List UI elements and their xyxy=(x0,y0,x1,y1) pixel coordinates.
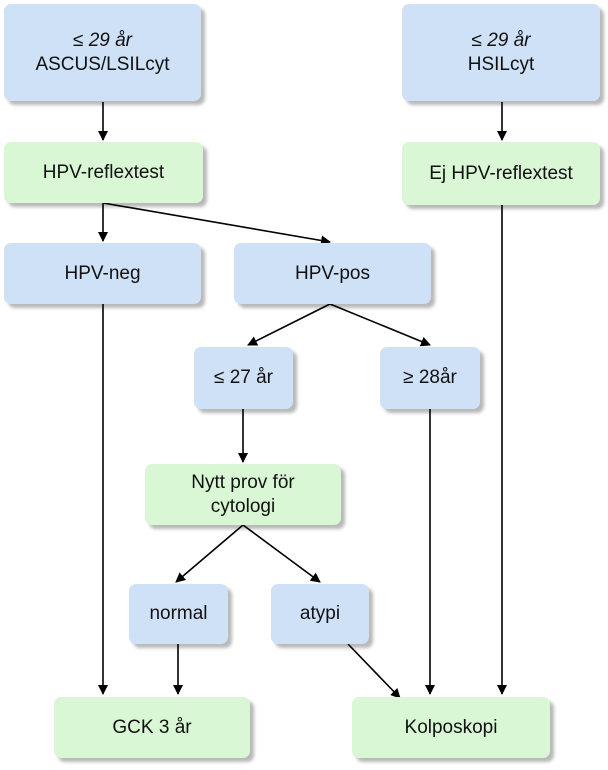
node-ascus-lsil-age: ≤ 29 år xyxy=(72,29,132,51)
node-normal-label: normal xyxy=(149,603,208,625)
node-hpv-reflextest: HPV-reflextest xyxy=(4,142,203,203)
node-gck-3-ar-label: GCK 3 år xyxy=(112,716,192,738)
node-hpv-reflextest-label: HPV-reflextest xyxy=(42,161,165,183)
node-kolposkopi-label: Kolposkopi xyxy=(404,716,498,738)
arrow-atypi-to-kolpo xyxy=(347,643,401,699)
node-nytt-prov: Nytt prov för cytologi xyxy=(145,464,341,525)
node-normal: normal xyxy=(129,584,228,644)
node-gck-3-ar: GCK 3 år xyxy=(54,697,250,758)
node-kolposkopi: Kolposkopi xyxy=(352,697,550,758)
node-hsil-age: ≤ 29 år xyxy=(471,29,531,51)
arrow-nytt-to-atypi xyxy=(242,524,321,583)
node-hpv-pos: HPV-pos xyxy=(234,243,431,304)
arrow-hpvpos-to-le27 xyxy=(247,303,331,346)
arrow-nytt-to-normal xyxy=(175,524,244,583)
node-hsil-label: HSILcyt xyxy=(467,53,535,75)
arrow-hpvpos-to-ge28 xyxy=(329,303,431,347)
node-atypi-label: atypi xyxy=(299,603,341,625)
node-ej-hpv-reflextest-label: Ej HPV-reflextest xyxy=(429,162,573,184)
node-nytt-prov-line2: cytologi xyxy=(210,495,276,517)
node-hsil: ≤ 29 år HSILcyt xyxy=(402,4,600,101)
node-le-27: ≤ 27 år xyxy=(194,347,293,409)
node-ascus-lsil-label: ASCUS/LSILcyt xyxy=(35,53,170,75)
node-nytt-prov-line1: Nytt prov för xyxy=(191,471,295,493)
arrow-reflex-to-hpvpos xyxy=(102,202,331,246)
node-hpv-neg-label: HPV-neg xyxy=(64,262,141,284)
node-hpv-neg: HPV-neg xyxy=(4,243,201,304)
node-le-27-label: ≤ 27 år xyxy=(213,367,273,389)
node-ge-28-label: ≥ 28år xyxy=(403,367,457,389)
node-hpv-pos-label: HPV-pos xyxy=(295,262,370,284)
node-atypi: atypi xyxy=(271,584,369,644)
node-ascus-lsil: ≤ 29 år ASCUS/LSILcyt xyxy=(4,4,201,101)
node-ej-hpv-reflextest: Ej HPV-reflextest xyxy=(402,142,600,205)
node-ge-28: ≥ 28år xyxy=(380,347,480,409)
